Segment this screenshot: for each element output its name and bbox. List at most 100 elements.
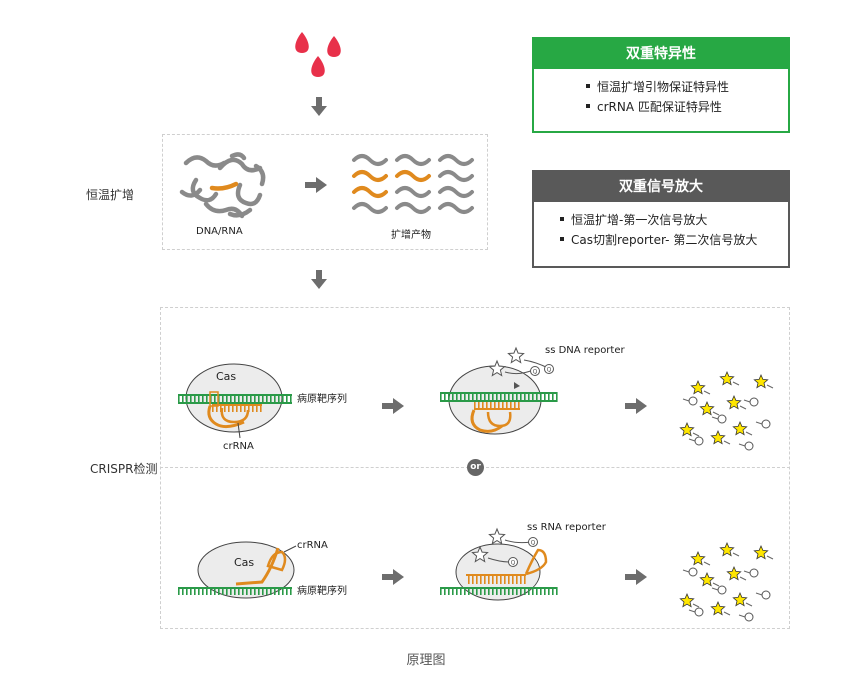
bullet-icon	[560, 236, 564, 241]
base	[274, 587, 276, 595]
arrow-head	[636, 569, 647, 585]
base-pair	[246, 394, 248, 404]
fluorescent-star-icon	[690, 550, 706, 566]
base-pair	[512, 392, 514, 402]
base	[540, 587, 542, 595]
crispr-box	[160, 307, 790, 629]
quencher-icon	[717, 585, 727, 595]
base	[254, 587, 256, 595]
panel-dual-signal-amplification: 双重信号放大 恒温扩增-第一次信号放大 Cas切割reporter- 第二次信号…	[532, 170, 790, 268]
base-pair	[270, 394, 272, 404]
base-pair	[476, 392, 478, 402]
base-pair	[238, 394, 240, 404]
quencher-icon	[528, 537, 538, 547]
base-pair	[242, 394, 244, 404]
product-strand	[395, 186, 431, 198]
quencher-icon	[544, 364, 554, 374]
base-pair	[186, 394, 188, 404]
base	[552, 587, 554, 595]
base	[464, 587, 466, 595]
base-pair	[532, 392, 534, 402]
base-pair	[178, 394, 180, 404]
base-pair	[262, 394, 264, 404]
strand	[227, 207, 253, 218]
arrow-down-icon	[316, 97, 322, 107]
base	[258, 587, 260, 595]
base	[472, 576, 474, 584]
signal-item-1: 恒温扩增-第一次信号放大	[534, 210, 788, 230]
base	[472, 587, 474, 595]
strand	[217, 157, 263, 173]
arrow-right-icon	[305, 182, 317, 188]
base-pair	[278, 394, 280, 404]
base	[468, 576, 470, 584]
strand	[179, 187, 203, 198]
arrow-right-icon	[382, 574, 394, 580]
base	[484, 576, 486, 584]
base	[230, 587, 232, 595]
panel-dual-specificity-title: 双重特异性	[534, 39, 788, 69]
base-pair	[448, 392, 450, 402]
fragment	[723, 611, 731, 616]
base-pair	[226, 394, 228, 404]
crrna-pointer	[237, 422, 241, 439]
base	[544, 587, 546, 595]
base	[452, 587, 454, 595]
product-strand	[395, 170, 431, 182]
quencher-icon	[744, 612, 754, 622]
arrow-head	[393, 569, 404, 585]
base-pair	[206, 394, 208, 404]
bullet-icon	[560, 216, 564, 221]
fragment	[739, 576, 747, 581]
fragment	[692, 603, 700, 608]
base	[492, 576, 494, 584]
crrna-loop	[220, 407, 250, 424]
quencher-q: Q	[533, 369, 538, 376]
base	[496, 576, 498, 584]
base-pair	[516, 392, 518, 402]
product-strand	[438, 186, 474, 198]
base-pair	[444, 392, 446, 402]
fragment	[682, 569, 690, 573]
base	[520, 587, 522, 595]
base-pair	[202, 394, 204, 404]
quencher-icon	[694, 607, 704, 617]
base	[512, 576, 514, 584]
top-reporter-label: ss DNA reporter	[545, 345, 625, 356]
label-dna-rna: DNA/RNA	[196, 226, 243, 237]
base	[244, 404, 246, 412]
fluorescent-star-icon	[699, 400, 715, 416]
base	[224, 404, 226, 412]
bottom-reporter-label: ss RNA reporter	[527, 522, 606, 533]
base-pair	[210, 394, 212, 404]
quencher-icon	[761, 590, 771, 600]
base	[260, 404, 262, 412]
quencher-icon	[530, 366, 540, 376]
base-pair	[520, 392, 522, 402]
base	[498, 402, 500, 410]
fragment	[688, 609, 696, 613]
fluorescent-star-icon	[710, 600, 726, 616]
dna-backbone	[440, 392, 556, 394]
fluorescent-star-icon	[753, 373, 769, 389]
base	[216, 404, 218, 412]
base	[494, 402, 496, 410]
fluorescent-star-icon	[679, 592, 695, 608]
base	[514, 402, 516, 410]
base	[206, 587, 208, 595]
base	[482, 402, 484, 410]
base	[524, 576, 526, 584]
base	[282, 587, 284, 595]
base	[210, 587, 212, 595]
base-pair	[460, 392, 462, 402]
base	[234, 587, 236, 595]
arrow-head	[311, 279, 327, 289]
product-strand	[438, 154, 474, 166]
base	[508, 576, 510, 584]
bottom-crrna-label: crRNA	[297, 540, 328, 551]
base	[476, 587, 478, 595]
base-pair	[504, 392, 506, 402]
base-pair	[552, 392, 554, 402]
base	[504, 576, 506, 584]
